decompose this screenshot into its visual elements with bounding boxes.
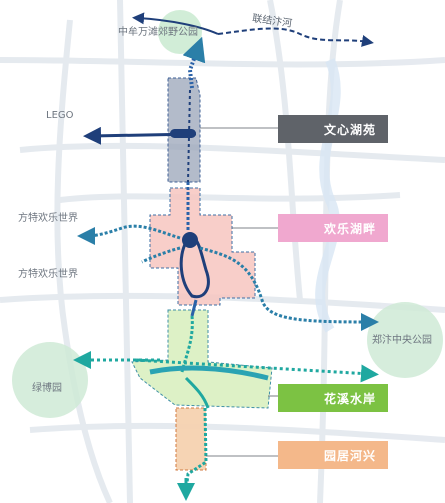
yuanju-axis-route [184,407,208,493]
zhengbian-route [199,246,379,331]
river-link-route [217,27,374,47]
label-zhengbian-park: 郑汴中央公园 [372,335,432,346]
zhengbian-park-area [367,302,443,378]
fangte-south-route [141,246,181,264]
wenxin-node [170,129,196,138]
zone-huanle-polygon [149,187,256,306]
huanle-huaxi-connector [190,299,198,317]
label-lvbo-garden: 绿博园 [32,383,62,394]
label-zhongmou-park: 中牟万滩郊野公园 [118,27,198,38]
huanle-lake-loop [179,239,210,299]
label-lego: LEGO [46,110,74,121]
label-fangte-1: 方特欢乐世界 [18,213,78,224]
zone-tag-yuanju: 园居河兴 [278,441,388,469]
river-link-west-route [132,12,219,35]
base-map-river [315,58,341,333]
zone-yuanju-polygon [175,407,207,471]
zone-tag-wenxin: 文心湖苑 [278,115,388,143]
huaxi-south-branch [184,376,210,409]
zone-tag-huanle: 欢乐湖畔 [278,214,388,242]
label-fangte-2: 方特欢乐世界 [18,269,78,280]
huaxi-lake-band [149,365,269,381]
zone-tag-huaxi: 花溪水岸 [278,384,388,412]
zone-huaxi-polygon [131,309,273,409]
fangte-north-route [77,224,181,245]
wenxin-north-route [182,36,206,89]
lvbo-garden-area [12,342,88,418]
huanle-node [182,232,198,248]
